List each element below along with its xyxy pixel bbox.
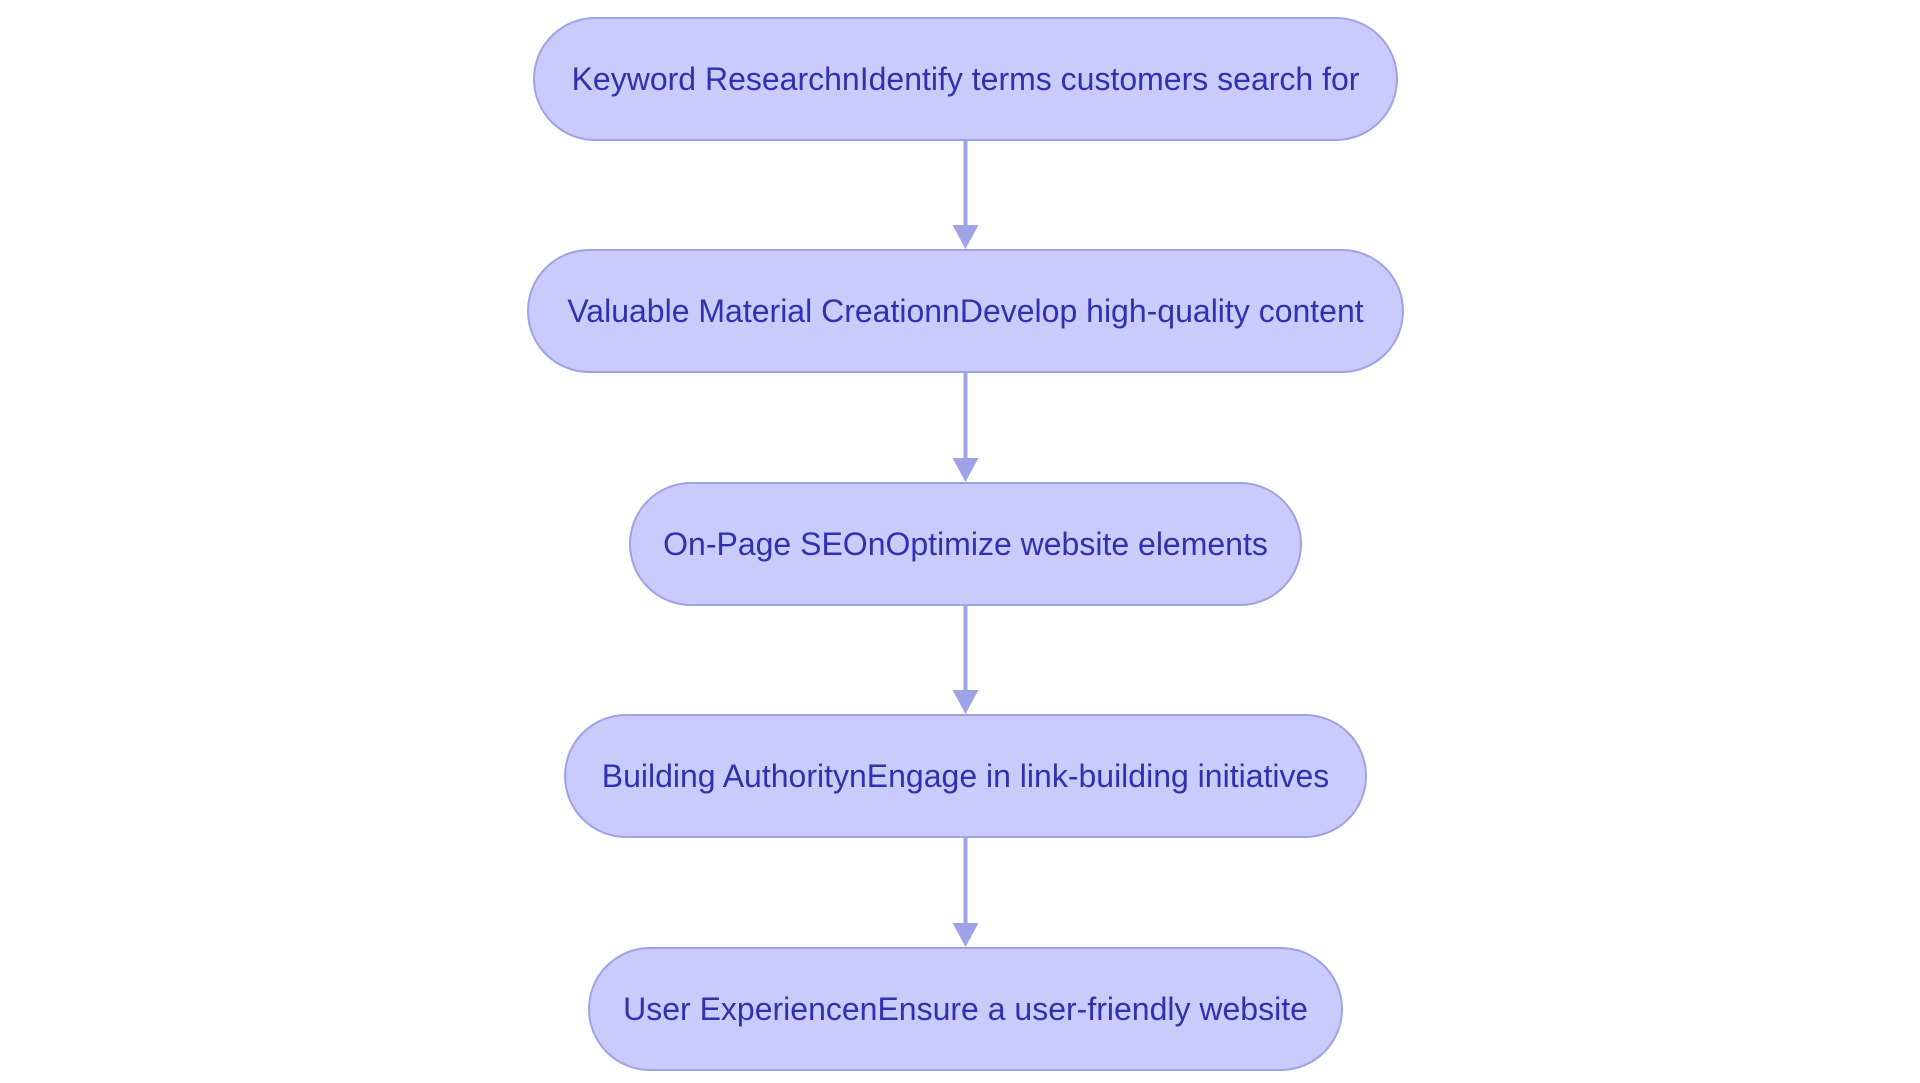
step-label: User ExperiencenEnsure a user-friendly w… (623, 990, 1308, 1027)
step-label: Valuable Material CreationnDevelop high-… (567, 292, 1364, 329)
step-user-experience: User ExperiencenEnsure a user-friendly w… (588, 947, 1343, 1071)
arrowhead-icon (952, 225, 979, 249)
step-label: Keyword ResearchnIdentify terms customer… (571, 60, 1360, 97)
step-label: Building AuthoritynEngage in link-buildi… (601, 757, 1330, 794)
step-valuable-material-creation: Valuable Material CreationnDevelop high-… (527, 249, 1404, 373)
arrowhead-icon (952, 923, 979, 947)
step-building-authority: Building AuthoritynEngage in link-buildi… (564, 714, 1367, 838)
arrowhead-icon (952, 458, 979, 482)
step-on-page-seo: On-Page SEOnOptimize website elements (629, 482, 1302, 606)
step-label: On-Page SEOnOptimize website elements (663, 525, 1268, 562)
arrowhead-icon (952, 690, 979, 714)
step-keyword-research: Keyword ResearchnIdentify terms customer… (533, 17, 1398, 141)
